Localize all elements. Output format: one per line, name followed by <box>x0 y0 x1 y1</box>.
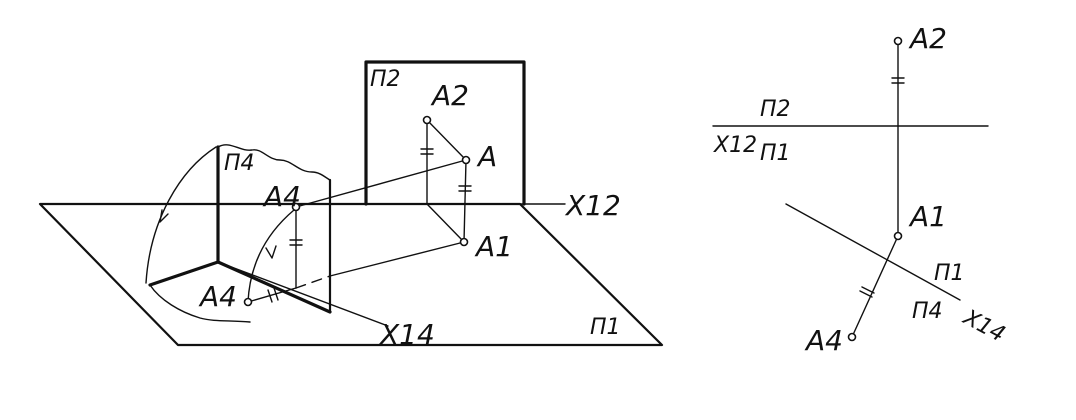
point-a4-lower <box>243 297 253 307</box>
label-point-a4-lower: A4 <box>198 280 237 313</box>
label-axis-x14: X14 <box>378 318 435 351</box>
epure-label-p1-bottom: П1 <box>934 261 965 286</box>
epure-label-p4: П4 <box>912 299 943 324</box>
epure-label-x14: X14 <box>958 305 1009 348</box>
label-plane-p2: П2 <box>370 67 401 92</box>
label-point-a: A <box>476 140 497 173</box>
axis-x14-line <box>217 261 389 327</box>
label-plane-p4: П4 <box>224 151 255 176</box>
plane-p4 <box>148 144 332 314</box>
point-a <box>461 155 471 165</box>
epure: A2 A1 A4 П2 П1 X12 П1 П4 X14 <box>712 22 1009 357</box>
plane-p1 <box>38 202 664 347</box>
label-axis-x12: X12 <box>564 189 621 222</box>
label-plane-p1: П1 <box>590 315 621 340</box>
epure-label-a2: A2 <box>908 22 947 55</box>
p1-torn-edge <box>149 284 251 323</box>
label-point-a4-upper: A4 <box>262 180 301 213</box>
link-line-a1-a4 <box>851 235 899 338</box>
epure-point-a1 <box>893 231 903 241</box>
rotation-arrow-point <box>265 245 277 259</box>
point-a1 <box>459 237 469 247</box>
epure-label-a4: A4 <box>804 324 843 357</box>
rotation-arrow <box>159 209 169 223</box>
rotation-arc-plane <box>145 146 217 284</box>
equal-marks <box>267 148 472 303</box>
point-a2 <box>422 115 432 125</box>
point-a4-upper <box>291 202 301 212</box>
plane-p2 <box>364 60 526 206</box>
epure-label-x12: X12 <box>713 133 757 158</box>
epure-label-p2: П2 <box>760 97 791 122</box>
epure-label-a1: A1 <box>908 200 947 233</box>
spatial-model: П2 П4 П1 A2 A A1 A4 A4 X12 X14 <box>38 60 664 351</box>
label-point-a1: A1 <box>474 230 513 263</box>
rotation-arc-point <box>247 209 295 303</box>
epure-label-p1-top: П1 <box>760 141 791 166</box>
epure-point-a4 <box>847 332 857 342</box>
epure-point-a2 <box>893 36 903 46</box>
epure-axis-x14 <box>785 203 961 301</box>
label-point-a2: A2 <box>430 79 469 112</box>
